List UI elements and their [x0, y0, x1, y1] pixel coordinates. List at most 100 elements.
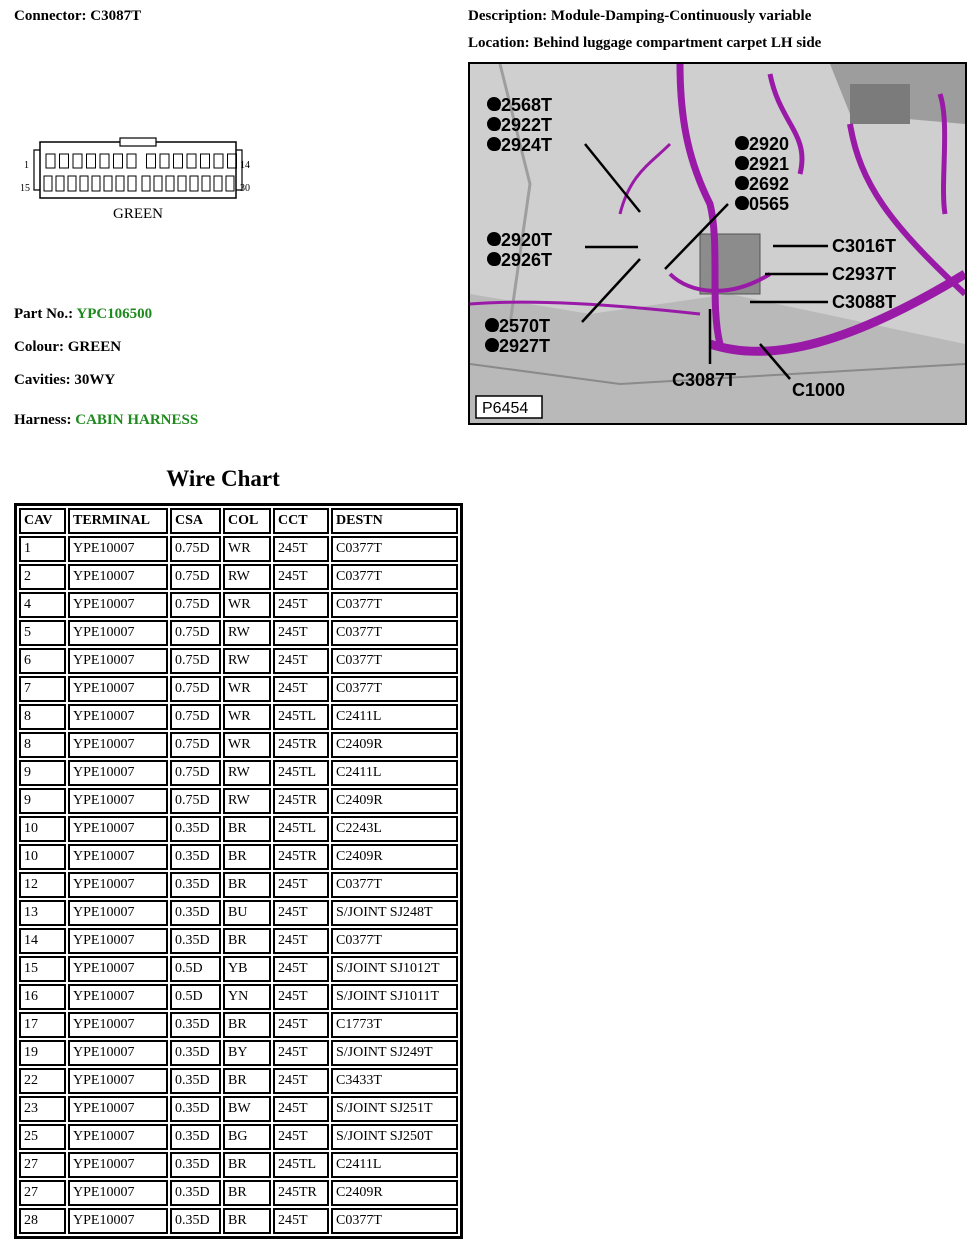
cell-terminal: YPE10007 [68, 564, 168, 590]
cell-csa: 0.75D [170, 564, 221, 590]
cell-destn: S/JOINT SJ1012T [331, 956, 458, 982]
cavities-field: Cavities: 30WY [14, 372, 115, 389]
cell-cav: 13 [19, 900, 66, 926]
cell-cav: 7 [19, 676, 66, 702]
cell-csa: 0.35D [170, 1180, 221, 1206]
cell-cav: 8 [19, 704, 66, 730]
cell-col: WR [223, 732, 271, 758]
location-value: Behind luggage compartment carpet LH sid… [533, 35, 822, 51]
cell-destn: C3433T [331, 1068, 458, 1094]
cell-terminal: YPE10007 [68, 704, 168, 730]
cell-csa: 0.75D [170, 732, 221, 758]
cell-csa: 0.75D [170, 592, 221, 618]
cell-destn: C0377T [331, 620, 458, 646]
cell-terminal: YPE10007 [68, 928, 168, 954]
cell-terminal: YPE10007 [68, 676, 168, 702]
cell-csa: 0.35D [170, 928, 221, 954]
cell-cct: 245TR [273, 1180, 329, 1206]
cell-cav: 6 [19, 648, 66, 674]
cell-destn: S/JOINT SJ251T [331, 1096, 458, 1122]
part-no-link[interactable]: YPC106500 [76, 306, 153, 322]
connector-value: C3087T [90, 8, 142, 24]
harness-label: Harness: [14, 412, 72, 428]
cell-destn: C0377T [331, 928, 458, 954]
cell-col: WR [223, 536, 271, 562]
pin-30-label: 30 [240, 183, 250, 194]
cell-terminal: YPE10007 [68, 900, 168, 926]
connector-label: Connector: [14, 8, 87, 24]
cell-col: RW [223, 564, 271, 590]
part-no-field: Part No.: YPC106500 [14, 306, 152, 323]
cell-col: BR [223, 872, 271, 898]
callout-group-2-line-2: C2921 [736, 154, 789, 174]
callout-group-2-line-1: C2920 [736, 134, 789, 154]
cell-csa: 0.35D [170, 1124, 221, 1150]
cell-terminal: YPE10007 [68, 536, 168, 562]
description-value: Module-Damping-Continuously variable [550, 8, 812, 24]
cell-csa: 0.35D [170, 1068, 221, 1094]
cell-terminal: YPE10007 [68, 1180, 168, 1206]
cell-col: BG [223, 1124, 271, 1150]
cell-destn: S/JOINT SJ249T [331, 1040, 458, 1066]
cell-csa: 0.75D [170, 704, 221, 730]
cell-terminal: YPE10007 [68, 648, 168, 674]
cell-cav: 23 [19, 1096, 66, 1122]
cell-destn: C0377T [331, 872, 458, 898]
cell-cct: 245T [273, 984, 329, 1010]
cell-cct: 245T [273, 536, 329, 562]
callout-group-1-line-2: C2922T [488, 115, 552, 135]
cell-col: RW [223, 620, 271, 646]
cell-destn: S/JOINT SJ248T [331, 900, 458, 926]
callout-group-4-line-2: C2927T [486, 336, 550, 356]
description-field: Description: Module-Damping-Continuously… [468, 8, 811, 25]
harness-link[interactable]: CABIN HARNESS [75, 412, 199, 428]
cell-cct: 245T [273, 1124, 329, 1150]
cell-csa: 0.5D [170, 984, 221, 1010]
cell-terminal: YPE10007 [68, 760, 168, 786]
cell-cav: 27 [19, 1152, 66, 1178]
cell-terminal: YPE10007 [68, 956, 168, 982]
callout-group-2-line-3: C2692 [736, 174, 789, 194]
cell-cav: 4 [19, 592, 66, 618]
cell-destn: C0377T [331, 536, 458, 562]
cell-col: BR [223, 1068, 271, 1094]
cell-cct: 245T [273, 872, 329, 898]
callout-c3087t: C3087T [672, 370, 736, 390]
location-label: Location: [468, 35, 530, 51]
cell-csa: 0.35D [170, 1096, 221, 1122]
cell-cct: 245T [273, 592, 329, 618]
cell-cct: 245T [273, 956, 329, 982]
cell-terminal: YPE10007 [68, 1068, 168, 1094]
callout-group-3-line-2: C2926T [488, 250, 552, 270]
wire-chart-title: Wire Chart [166, 466, 280, 491]
pin-1-label: 1 [24, 160, 29, 171]
header-destn: DESTN [331, 508, 458, 534]
cell-col: BR [223, 1152, 271, 1178]
cell-col: BY [223, 1040, 271, 1066]
cell-cct: 245TL [273, 1152, 329, 1178]
callout-c3016t: C3016T [832, 236, 896, 256]
callout-group-1-line-3: C2924T [488, 135, 552, 155]
callout-group-1-line-1: C2568T [488, 95, 552, 115]
cell-cct: 245T [273, 564, 329, 590]
cell-terminal: YPE10007 [68, 872, 168, 898]
cell-csa: 0.75D [170, 536, 221, 562]
cell-csa: 0.35D [170, 900, 221, 926]
cell-csa: 0.75D [170, 788, 221, 814]
cell-col: WR [223, 676, 271, 702]
cell-cct: 245TR [273, 788, 329, 814]
cell-terminal: YPE10007 [68, 844, 168, 870]
cell-terminal: YPE10007 [68, 1012, 168, 1038]
cell-col: WR [223, 592, 271, 618]
